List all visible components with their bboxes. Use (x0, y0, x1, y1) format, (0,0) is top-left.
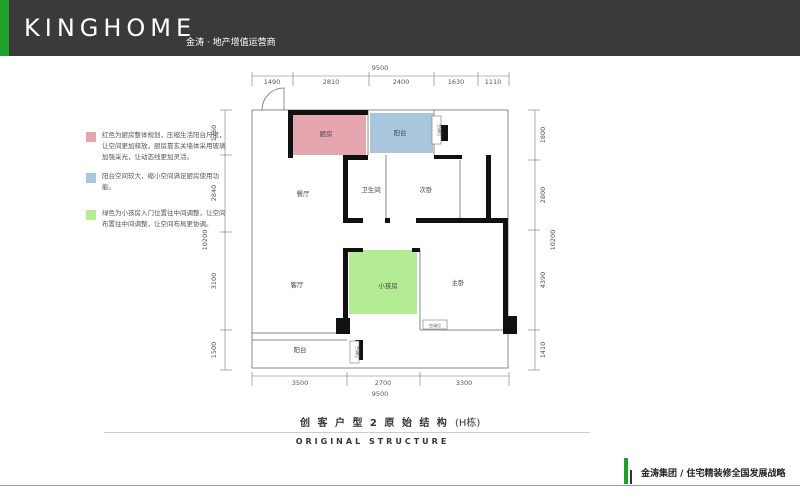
caption-english: ORIGINAL STRUCTURE (295, 437, 450, 446)
caption-divider (104, 432, 590, 433)
room-label-balcony-bottom: 阳台 (294, 345, 307, 354)
brand-logo-text: KINGHOME (24, 14, 197, 42)
caption-building: (H栋) (455, 418, 481, 429)
dim-right: 1800 (539, 127, 547, 144)
header-bar: KINGHOME 金涛 · 地产增值运营商 (0, 0, 800, 56)
footer-divider (0, 485, 800, 486)
footer-text: 金涛集团 / 住宅精装修全国发展战略 (641, 469, 786, 479)
legend-text: 绿色为小孩房入门位置往中间调整，让空间布置往中间调整，让空间布局更协调。 (102, 209, 226, 228)
dim-bottom: 3300 (456, 379, 473, 387)
dim-right: 2800 (539, 187, 547, 204)
room-label-bedroom2: 次卧 (420, 185, 434, 194)
legend-text: 红色为厨房整体规划，压缩生活阳台尺度，让空间更加释放，厨房靠玄关墙体采用玻璃加强… (102, 131, 226, 161)
dim-left: 2840 (210, 185, 218, 202)
dim-top: 1630 (448, 78, 465, 86)
ac-tag-bottom: 空调位 (355, 346, 361, 358)
dim-left: 1760 (210, 125, 218, 142)
room-label-kids-room: 小孩房 (378, 281, 398, 290)
dim-top: 1110 (485, 78, 502, 86)
caption-title: 创 客 户 型 2 原 始 结 构 (300, 418, 449, 429)
room-label-dining: 餐厅 (297, 189, 311, 198)
kids-room-fill (349, 250, 417, 314)
ac-box-mid (422, 319, 448, 330)
room-label-master: 主卧 (452, 278, 466, 287)
ac-tag-top: 空调位 (437, 124, 443, 136)
dim-bottom: 3500 (292, 379, 309, 387)
dim-top: 2810 (323, 78, 340, 86)
legend-swatch-blue (86, 173, 96, 183)
footer-accent-bar (624, 458, 628, 484)
room-label-bathroom: 卫生间 (361, 185, 381, 194)
dim-left-total: 10200 (201, 230, 209, 251)
header-accent (0, 0, 9, 56)
dim-bottom: 2700 (375, 379, 392, 387)
legend-swatch-green (86, 210, 96, 220)
room-label-balcony-top: 阳台 (394, 128, 407, 137)
dim-left: 1500 (210, 342, 218, 359)
dim-right: 1410 (539, 342, 547, 359)
legend-swatch-red (86, 132, 96, 142)
dim-top-total: 9500 (372, 64, 389, 72)
ac-box-top (431, 115, 442, 145)
dim-right-total: 10200 (549, 230, 557, 251)
room-label-kitchen: 厨房 (320, 129, 333, 138)
ac-box-bottom (349, 340, 360, 364)
dim-right: 4390 (539, 272, 547, 289)
dim-top: 1490 (264, 78, 281, 86)
entry-door-arc (261, 87, 285, 111)
dim-bottom-total: 9500 (372, 390, 389, 398)
kitchen-fill (292, 113, 366, 155)
balcony-top-fill (370, 113, 433, 153)
dim-top: 2400 (393, 78, 410, 86)
ac-tag-mid: 空调位 (429, 322, 441, 328)
legend-text: 阳台空间较大，缩小空间满足厨房使用功能。 (102, 172, 219, 191)
dim-left: 3100 (210, 273, 218, 290)
brand-tagline: 金涛 · 地产增值运营商 (186, 38, 276, 48)
room-label-living: 客厅 (291, 280, 305, 289)
footer-dark-bar (630, 470, 632, 484)
